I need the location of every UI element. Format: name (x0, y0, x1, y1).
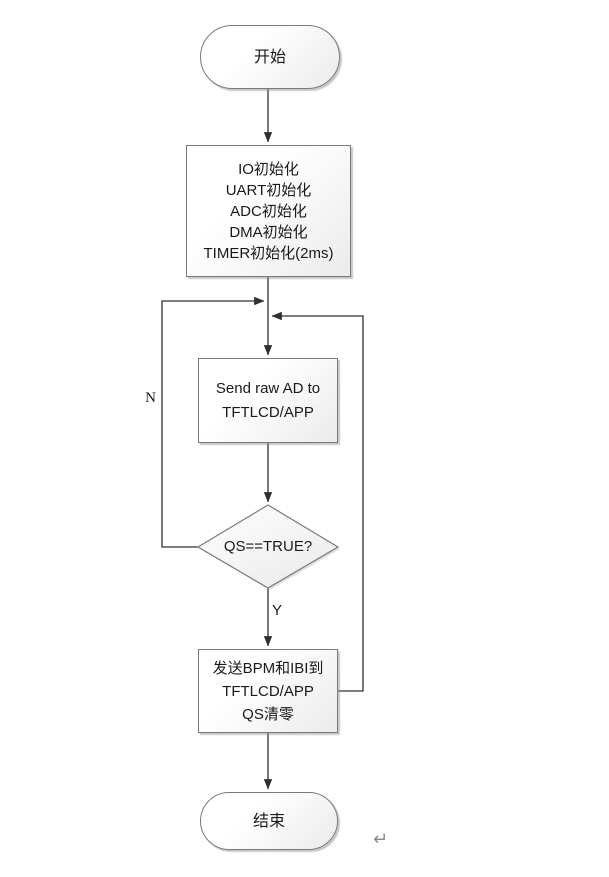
edge-label-yes: Y (272, 602, 283, 619)
send-bpm-line-2: TFTLCD/APP (222, 682, 314, 700)
init-line-adc: ADC初始化 (230, 202, 307, 220)
edge-bpm-feedback-loop (271, 311, 364, 692)
decision-condition-text: QS==TRUE? (223, 538, 313, 555)
end-node: 结束 (200, 792, 338, 850)
send-raw-line-2: TFTLCD/APP (222, 403, 314, 421)
paragraph-return-icon: ↵ (373, 829, 389, 850)
init-line-timer: TIMER初始化(2ms) (203, 244, 334, 262)
start-node: 开始 (200, 25, 340, 89)
end-label: 结束 (252, 812, 285, 830)
edge-decision-no-loop (161, 296, 265, 548)
init-process-node: IO初始化 UART初始化 ADC初始化 DMA初始化 TIMER初始化(2ms… (186, 145, 351, 277)
init-line-uart: UART初始化 (225, 181, 312, 199)
send-bpm-line-3: QS清零 (242, 705, 294, 723)
decision-node-label: QS==TRUE? (198, 505, 338, 588)
init-line-io: IO初始化 (238, 160, 299, 178)
send-raw-ad-node: Send raw AD to TFTLCD/APP (198, 358, 338, 443)
decision-diamond (196, 504, 340, 589)
send-bpm-ibi-node: 发送BPM和IBI到 TFTLCD/APP QS清零 (198, 649, 338, 733)
edge-label-no: N (145, 390, 156, 406)
start-label: 开始 (253, 48, 286, 66)
send-bpm-line-1: 发送BPM和IBI到 (212, 659, 324, 677)
send-raw-line-1: Send raw AD to (215, 379, 321, 397)
init-line-dma: DMA初始化 (229, 223, 308, 241)
